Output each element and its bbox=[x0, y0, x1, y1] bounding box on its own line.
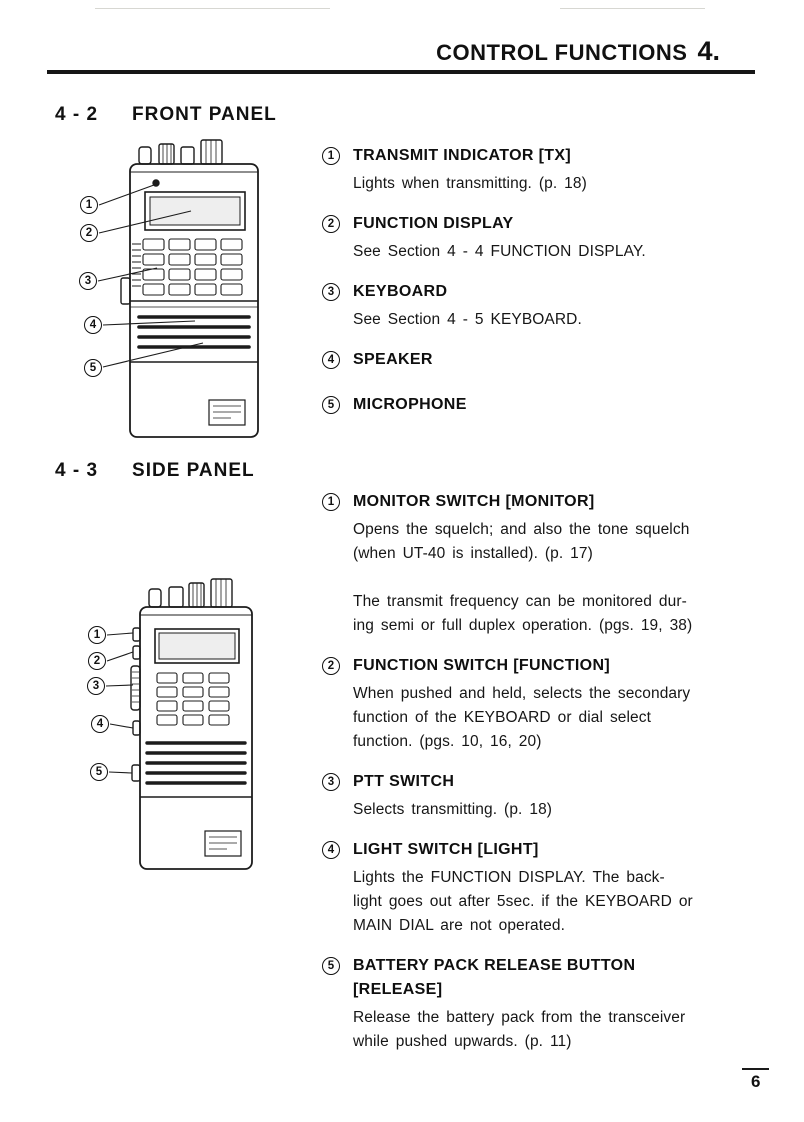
callout-5: 5 bbox=[84, 359, 102, 377]
section-title: FRONT PANEL bbox=[132, 104, 277, 125]
item-number: 3 bbox=[322, 283, 340, 301]
item-body: Lights when transmitting. (p. 18) bbox=[353, 175, 587, 192]
header-rule bbox=[47, 70, 755, 74]
callout-2: 2 bbox=[88, 652, 106, 670]
item-body: Release the battery pack from the transc… bbox=[353, 1009, 686, 1050]
list-item: 2 FUNCTION SWITCH [FUNCTION] When pushed… bbox=[322, 654, 758, 754]
item-title: LIGHT SWITCH [LIGHT] bbox=[353, 841, 539, 858]
item-title: FUNCTION SWITCH [FUNCTION] bbox=[353, 657, 611, 674]
item-number: 3 bbox=[322, 773, 340, 791]
item-head: 3 PTT SWITCH bbox=[322, 770, 758, 794]
side-panel-figure: 1 2 3 4 5 bbox=[55, 573, 305, 908]
callout-5: 5 bbox=[90, 763, 108, 781]
item-title: FUNCTION DISPLAY bbox=[353, 215, 514, 232]
item-head: 4 SPEAKER bbox=[322, 348, 758, 372]
item-head: 1 MONITOR SWITCH [MONITOR] bbox=[322, 490, 758, 514]
callout-4: 4 bbox=[91, 715, 109, 733]
item-head: 5 MICROPHONE bbox=[322, 393, 758, 417]
item-head: 2 FUNCTION SWITCH [FUNCTION] bbox=[322, 654, 758, 678]
item-body: Lights the FUNCTION DISPLAY. The back- l… bbox=[353, 869, 693, 934]
section-number: 4 - 3 bbox=[55, 460, 99, 481]
item-number: 1 bbox=[322, 493, 340, 511]
item-title: MONITOR SWITCH [MONITOR] bbox=[353, 493, 595, 510]
item-title: BATTERY PACK RELEASE BUTTON [RELEASE] bbox=[353, 957, 636, 998]
front-panel-figure: 1 2 3 4 5 bbox=[55, 138, 305, 468]
section-title: SIDE PANEL bbox=[132, 460, 255, 481]
callout-4: 4 bbox=[84, 316, 102, 334]
item-body: See Section 4 - 5 KEYBOARD. bbox=[353, 311, 582, 328]
list-item: 5 MICROPHONE bbox=[322, 393, 758, 417]
item-head: 2 FUNCTION DISPLAY bbox=[322, 212, 758, 236]
callout-1: 1 bbox=[80, 196, 98, 214]
item-body: Selects transmitting. (p. 18) bbox=[353, 801, 553, 818]
list-item: 3 KEYBOARD See Section 4 - 5 KEYBOARD. bbox=[322, 280, 758, 332]
page-number-rule bbox=[742, 1068, 769, 1070]
header-title: CONTROL FUNCTIONS bbox=[436, 40, 688, 65]
header-chapter-number: 4. bbox=[697, 36, 720, 66]
list-item: 1 MONITOR SWITCH [MONITOR] Opens the squ… bbox=[322, 490, 758, 638]
item-body: Opens the squelch; and also the tone squ… bbox=[353, 521, 690, 562]
item-number: 5 bbox=[322, 396, 340, 414]
side-panel-item-list: 1 MONITOR SWITCH [MONITOR] Opens the squ… bbox=[322, 490, 758, 1070]
item-head: 5 BATTERY PACK RELEASE BUTTON [RELEASE] bbox=[322, 954, 758, 1002]
item-number: 2 bbox=[322, 215, 340, 233]
item-number: 4 bbox=[322, 351, 340, 369]
item-title: MICROPHONE bbox=[353, 396, 467, 413]
list-item: 4 SPEAKER bbox=[322, 348, 758, 372]
scan-artifact-line bbox=[560, 8, 705, 9]
callout-3: 3 bbox=[79, 272, 97, 290]
item-title: KEYBOARD bbox=[353, 283, 448, 300]
list-item: 5 BATTERY PACK RELEASE BUTTON [RELEASE] … bbox=[322, 954, 758, 1054]
item-body: When pushed and held, selects the second… bbox=[353, 685, 691, 750]
transceiver-side-drawing bbox=[105, 578, 253, 870]
item-head: 3 KEYBOARD bbox=[322, 280, 758, 304]
item-head: 1 TRANSMIT INDICATOR [TX] bbox=[322, 144, 758, 168]
list-item: 3 PTT SWITCH Selects transmitting. (p. 1… bbox=[322, 770, 758, 822]
section-heading-front-panel: 4 - 2 FRONT PANEL bbox=[55, 104, 277, 126]
item-body: The transmit frequency can be monitored … bbox=[353, 593, 693, 634]
callout-3: 3 bbox=[87, 677, 105, 695]
page-number: 6 bbox=[751, 1072, 761, 1091]
scan-artifact-line bbox=[95, 8, 330, 9]
callout-1: 1 bbox=[88, 626, 106, 644]
item-title: TRANSMIT INDICATOR [TX] bbox=[353, 147, 572, 164]
page-header: CONTROL FUNCTIONS 4. bbox=[436, 36, 720, 67]
callout-2: 2 bbox=[80, 224, 98, 242]
section-number: 4 - 2 bbox=[55, 104, 99, 125]
item-number: 2 bbox=[322, 657, 340, 675]
item-number: 5 bbox=[322, 957, 340, 975]
item-body: See Section 4 - 4 FUNCTION DISPLAY. bbox=[353, 243, 646, 260]
item-head: 4 LIGHT SWITCH [LIGHT] bbox=[322, 838, 758, 862]
list-item: 4 LIGHT SWITCH [LIGHT] Lights the FUNCTI… bbox=[322, 838, 758, 938]
item-number: 1 bbox=[322, 147, 340, 165]
section-heading-side-panel: 4 - 3 SIDE PANEL bbox=[55, 460, 255, 482]
transceiver-front-drawing bbox=[97, 139, 259, 438]
list-item: 1 TRANSMIT INDICATOR [TX] Lights when tr… bbox=[322, 144, 758, 196]
item-title: SPEAKER bbox=[353, 351, 433, 368]
item-title: PTT SWITCH bbox=[353, 773, 455, 790]
front-panel-item-list: 1 TRANSMIT INDICATOR [TX] Lights when tr… bbox=[322, 144, 758, 433]
list-item: 2 FUNCTION DISPLAY See Section 4 - 4 FUN… bbox=[322, 212, 758, 264]
item-number: 4 bbox=[322, 841, 340, 859]
